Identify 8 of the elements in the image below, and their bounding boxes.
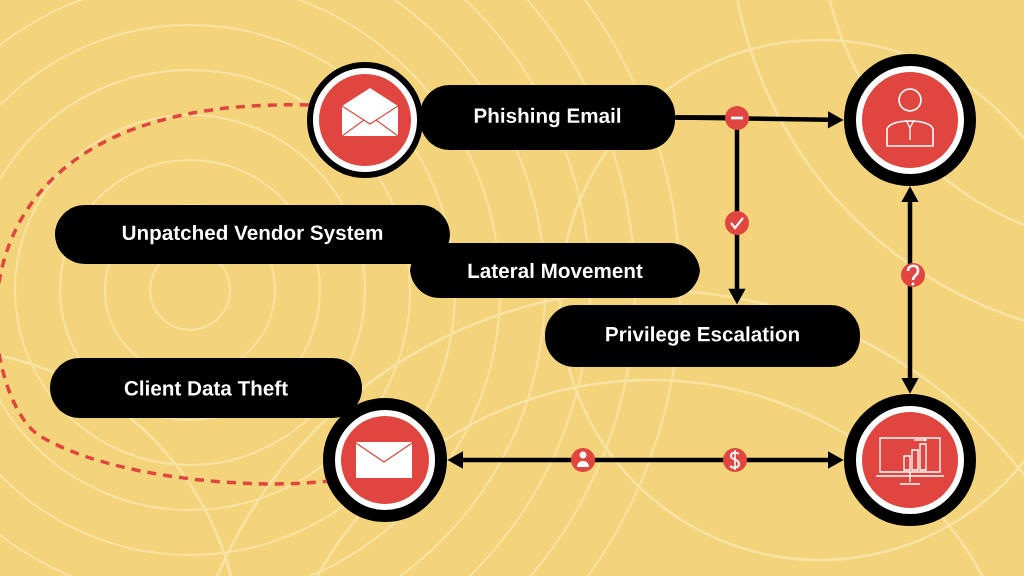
label-pill: Client Data Theft <box>50 358 362 418</box>
icon-circle <box>844 54 976 186</box>
label-pill: Unpatched Vendor System <box>55 205 450 264</box>
dashed-connector <box>0 103 327 486</box>
label-pill: Privilege Escalation <box>545 305 860 367</box>
label-pill: Lateral Movement <box>410 243 700 298</box>
icon-circle <box>844 394 976 526</box>
label-pill: Phishing Email <box>420 85 675 150</box>
